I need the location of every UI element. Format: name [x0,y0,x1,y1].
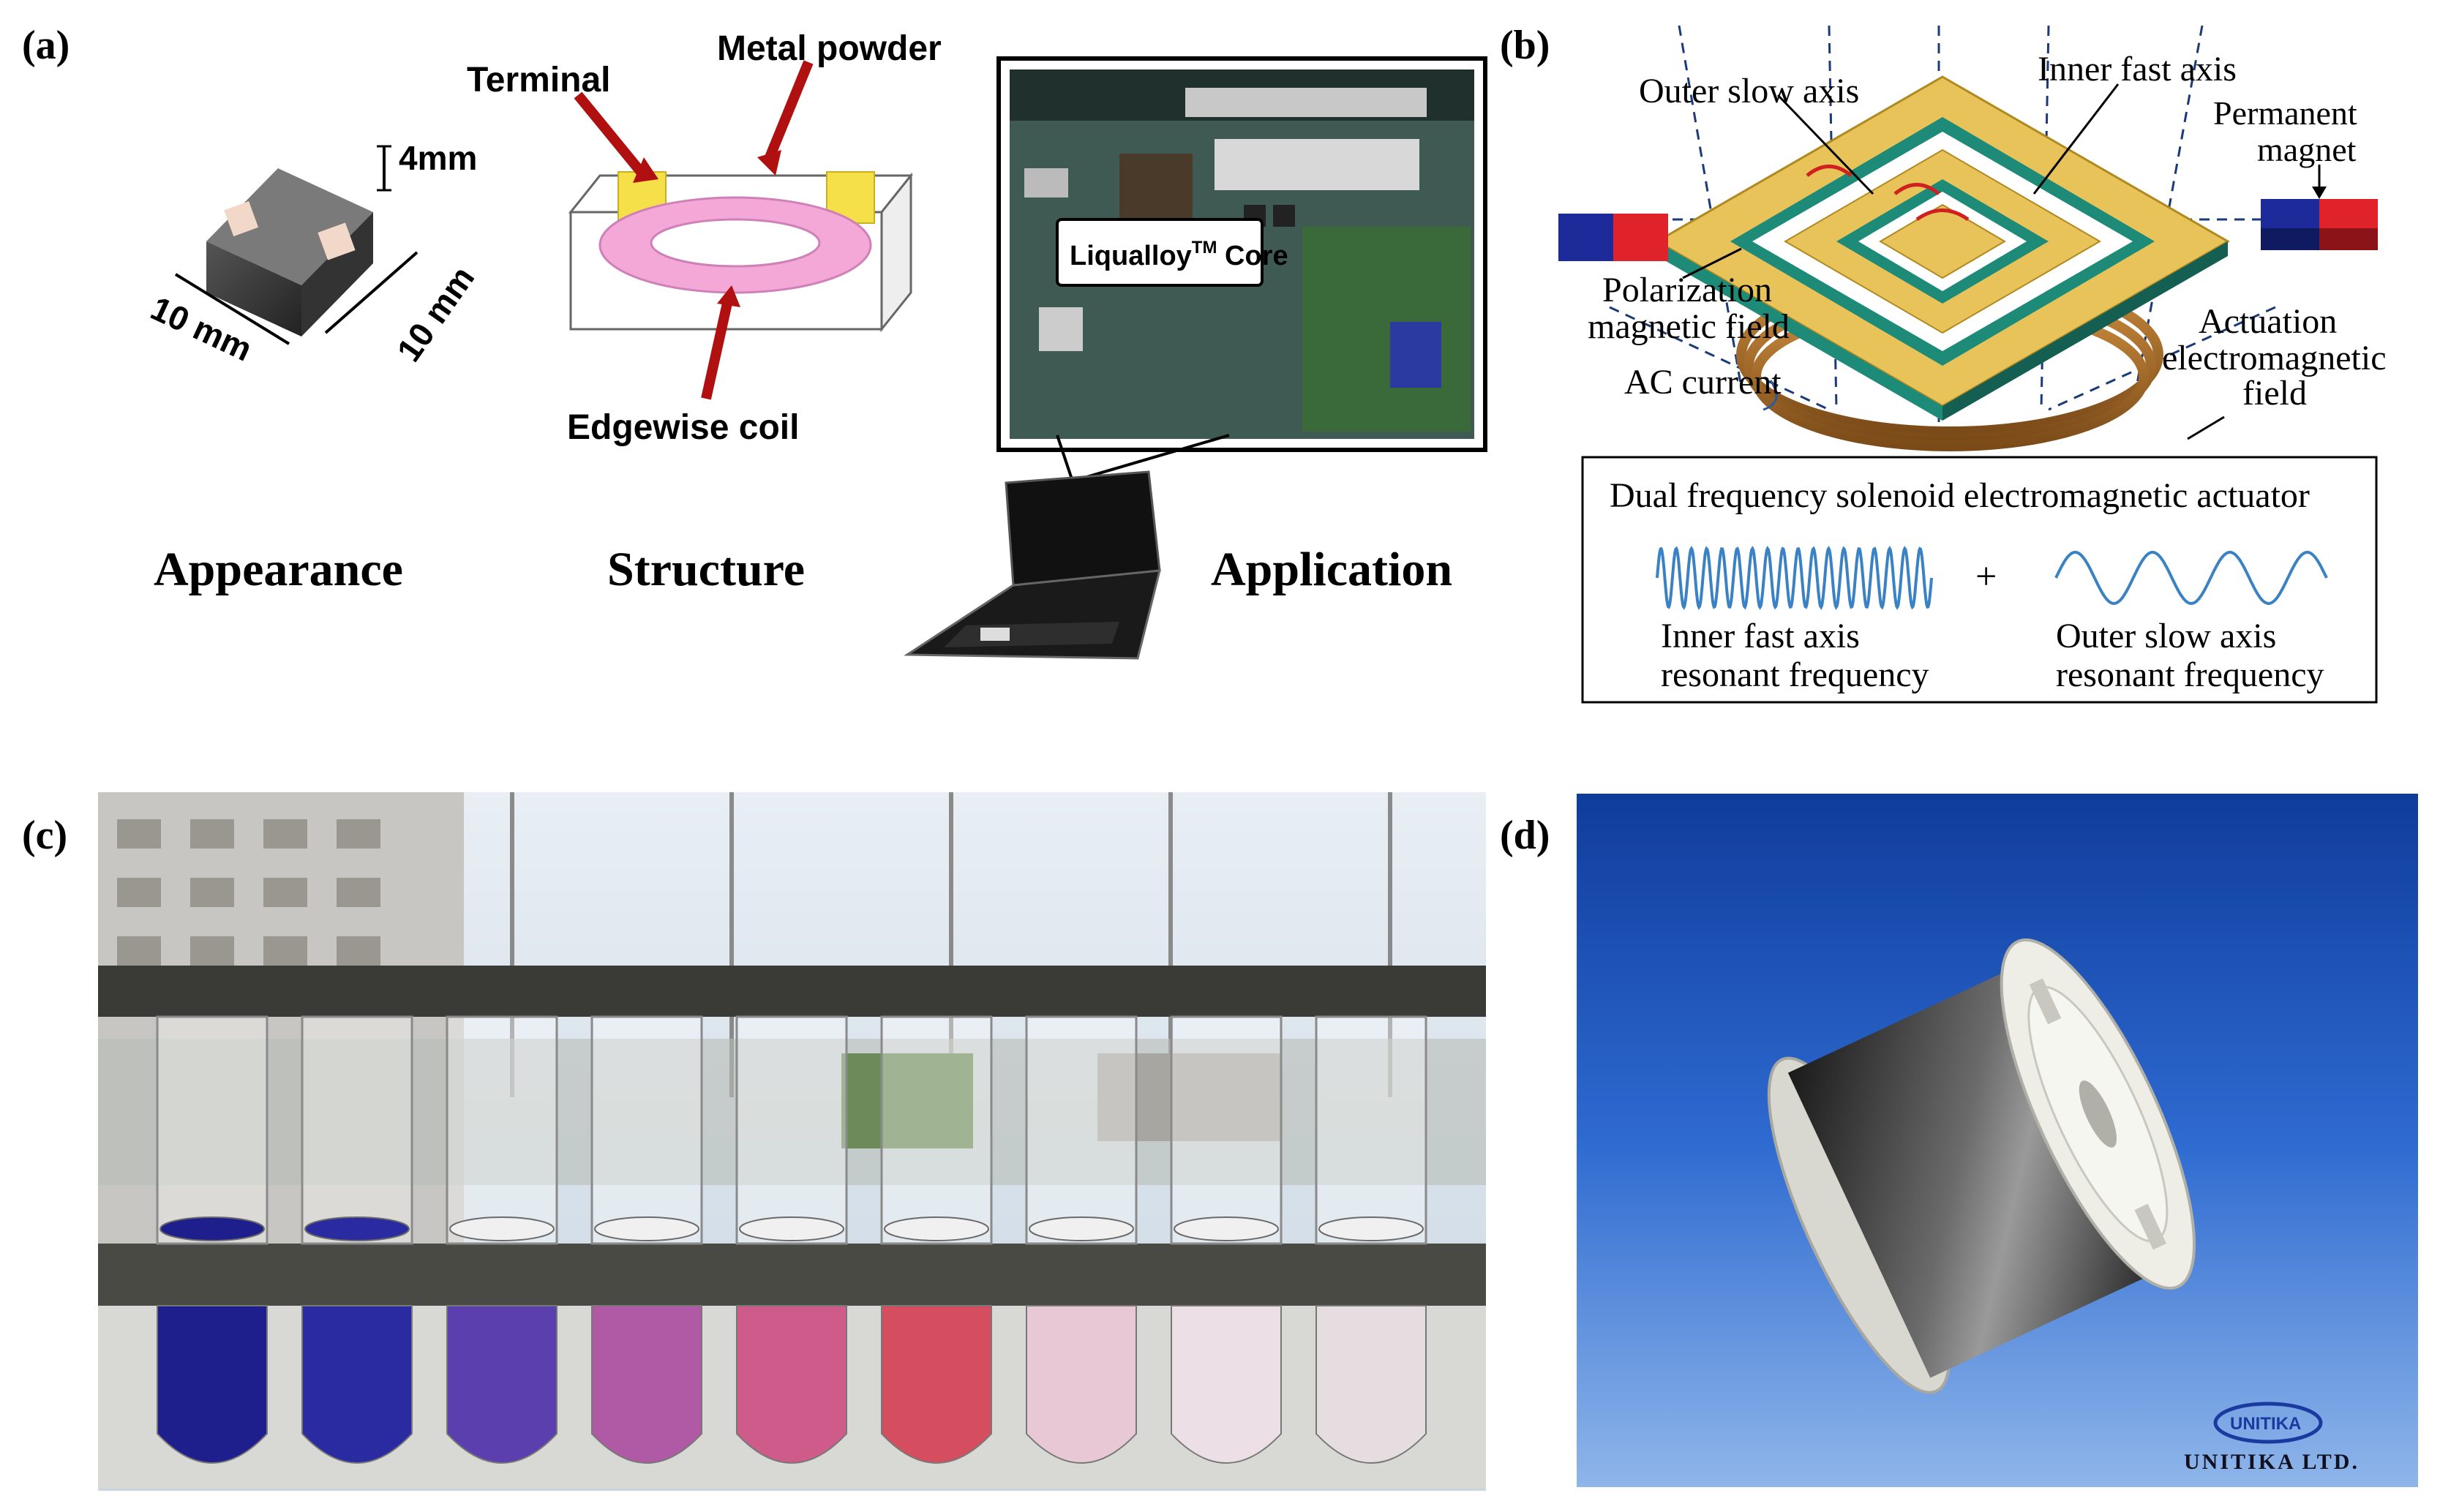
dim-depth-label: 10 mm [389,259,481,368]
actuation-label-3: field [2242,374,2307,413]
actuation-label-1: Actuation [2199,302,2337,341]
test-tube [446,1015,558,1464]
dim-height-label: 4mm [399,139,477,177]
edgewise-coil-label: Edgewise coil [567,408,799,447]
permanent-magnet-label-1: Permanent [2213,94,2357,132]
wire-spool-photo [1577,794,2418,1487]
ac-current-label: AC current [1624,363,1782,402]
test-tube [1025,1015,1138,1464]
core-label: LiqualloyTM Core [1070,238,1288,271]
caption-application: Application [1211,543,1452,596]
actuation-label-2: electromagnetic [2162,339,2387,377]
frequency-box [1581,456,2378,704]
panel-b: (b) [1500,23,2387,704]
circuit-board-photo [996,56,1487,452]
company-logo-text: UNITIKA [2230,1414,2301,1434]
panel-d: (d) UNITIKA UNITIKA LTD. [1500,794,2418,1487]
outer-resonant-label-2: resonant frequency [2056,655,2324,694]
test-tube [590,1015,703,1464]
permanent-magnet-label-2: magnet [2257,131,2357,168]
test-tube [735,1015,848,1464]
test-tubes-photo [98,792,1486,1491]
panel-a-label: (a) [22,23,70,68]
inner-resonant-label-1: Inner fast axis [1661,617,1860,655]
company-name: UNITIKA LTD. [2184,1450,2360,1474]
test-tube [1315,1015,1427,1464]
test-tube [880,1015,993,1464]
test-tube [301,1015,413,1464]
panel-b-label: (b) [1500,23,1550,68]
structure-diagram [568,60,914,400]
outer-slow-axis-label: Outer slow axis [1639,72,1859,110]
inductor-chip-image [174,145,418,345]
test-tube [156,1015,269,1464]
caption-structure: Structure [607,543,805,596]
panel-a: (a) 4mm 10 mm 10 mm [22,23,1487,660]
panel-d-label: (d) [1500,813,1550,858]
caption-appearance: Appearance [154,543,403,596]
actuator-diagram [1558,25,2378,451]
inner-resonant-label-2: resonant frequency [1661,655,1929,694]
box-title: Dual frequency solenoid electromagnetic … [1610,476,2310,515]
laptop-image [904,434,1230,660]
panel-c-label: (c) [22,813,67,858]
test-tube [1170,1015,1283,1464]
polarization-label-2: magnetic field [1588,307,1790,346]
inner-fast-axis-label: Inner fast axis [2038,50,2237,89]
polarization-label-1: Polarization [1602,271,1772,309]
terminal-label: Terminal [467,61,611,99]
metal-powder-label: Metal powder [717,29,942,68]
panel-c: (c) [22,792,1486,1491]
plus-sign: + [1975,556,1997,598]
outer-resonant-label-1: Outer slow axis [2056,617,2276,655]
